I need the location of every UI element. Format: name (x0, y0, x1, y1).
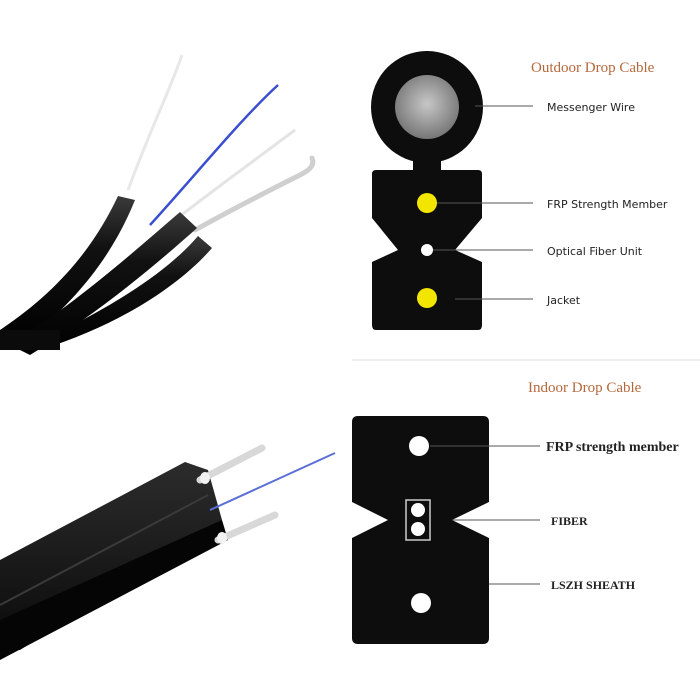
fiber-box (405, 499, 431, 541)
indoor-fiber-upper (411, 503, 425, 517)
rod-end-2 (217, 532, 227, 544)
indoor-title: Indoor Drop Cable (528, 380, 642, 396)
outdoor-cable-photo (0, 54, 316, 355)
frp-member-upper (417, 193, 437, 213)
indoor-frp-rod-1 (196, 444, 266, 484)
indoor-frp-lower (411, 593, 431, 613)
indoor-fiber-lower (411, 522, 425, 536)
fiber-strand-white-1 (126, 54, 184, 191)
indoor-frp-upper (409, 436, 429, 456)
outdoor-cross-section (371, 51, 533, 330)
fiber-strand-white-2 (174, 128, 296, 222)
indoor-cable-photo (0, 444, 336, 660)
frp-member-lower (417, 288, 437, 308)
rod-end-1 (200, 472, 210, 484)
flat-cable-side (0, 520, 228, 660)
outdoor-title: Outdoor Drop Cable (531, 60, 655, 76)
cable-jacket-right (20, 236, 212, 350)
messenger-wire-core (395, 75, 459, 139)
messenger-wire-strand (192, 155, 316, 233)
label-indoor-frp: FRP strength member (546, 440, 679, 455)
label-optical-fiber-unit: Optical Fiber Unit (547, 245, 643, 258)
indoor-fiber-blue (209, 452, 336, 511)
cable-jacket-left (0, 196, 135, 345)
label-jacket: Jacket (546, 294, 581, 307)
cable-jacket-base (0, 330, 60, 350)
label-lszh-sheath: LSZH SHEATH (551, 578, 636, 592)
fiber-strand-blue (149, 84, 279, 226)
indoor-frp-rod-2 (214, 511, 279, 544)
flat-cable-groove (0, 494, 209, 606)
label-indoor-fiber: FIBER (551, 514, 588, 528)
indoor-cross-section (352, 416, 540, 644)
label-frp-strength-member: FRP Strength Member (547, 198, 668, 211)
cable-jacket-mid (10, 212, 197, 355)
optical-fiber-unit (421, 244, 433, 256)
label-messenger-wire: Messenger Wire (547, 101, 635, 114)
